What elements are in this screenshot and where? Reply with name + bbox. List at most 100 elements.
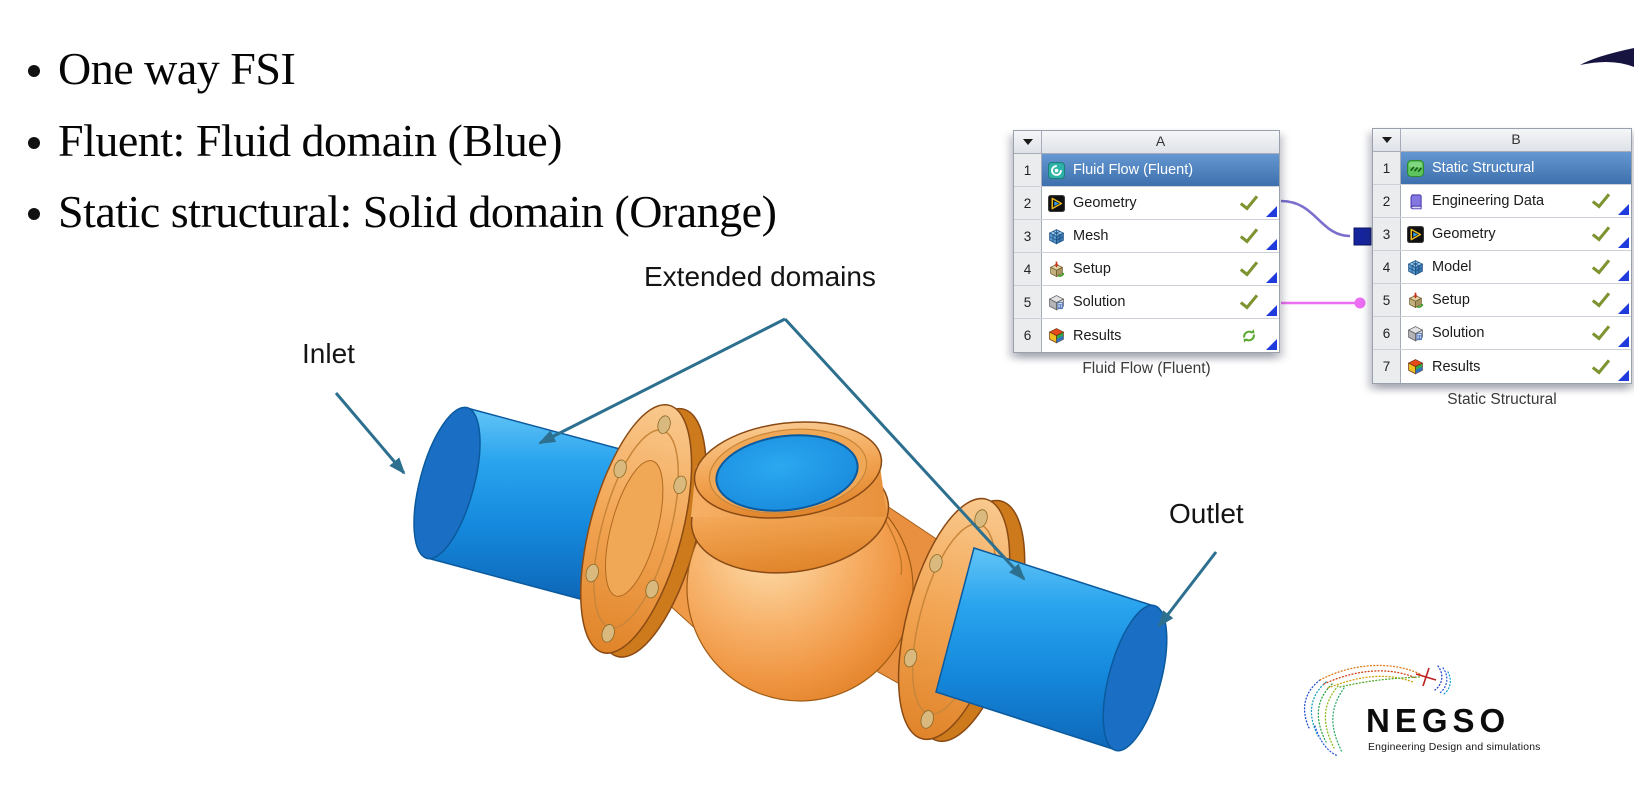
check-icon xyxy=(1592,226,1610,242)
fluent-icon xyxy=(1048,161,1065,179)
check-icon xyxy=(1240,228,1258,244)
pending-triangle-icon xyxy=(1266,339,1277,350)
system-letter: A xyxy=(1155,133,1166,149)
row-number: 4 xyxy=(1373,251,1401,283)
system-letter: B xyxy=(1511,131,1521,147)
inlet-pipe-blue xyxy=(413,406,621,600)
workbench-cell-A4[interactable]: 4 Setup xyxy=(1014,253,1279,286)
inlet-label: Inlet xyxy=(302,338,355,369)
logo-wordmark: NEGSO xyxy=(1366,702,1511,739)
row-number: 3 xyxy=(1373,218,1401,250)
solution-setup-link-dot xyxy=(1354,297,1366,309)
workbench-cell-A3[interactable]: 3 Mesh xyxy=(1014,220,1279,253)
system-A-caption[interactable]: Fluid Flow (Fluent) xyxy=(1082,360,1211,377)
row-number: 5 xyxy=(1373,284,1401,316)
cell-label: Setup xyxy=(1432,292,1470,308)
logo-star xyxy=(1415,667,1437,687)
top-port-fluid-face xyxy=(715,434,859,512)
bullet-text: One way FSI xyxy=(58,43,296,94)
pending-triangle-icon xyxy=(1618,270,1629,281)
cell-label: Geometry xyxy=(1432,226,1496,242)
results-icon xyxy=(1407,358,1424,375)
bullet-item: Static structural: Solid domain (Orange) xyxy=(26,186,777,238)
top-port xyxy=(690,421,890,574)
cell-label: Mesh xyxy=(1073,228,1109,244)
check-icon xyxy=(1240,195,1258,211)
cell-label: Geometry xyxy=(1073,195,1137,211)
cell-label: Solution xyxy=(1073,294,1126,310)
workbench-cell-B5[interactable]: 5 Setup xyxy=(1373,284,1631,317)
workbench-cell-B2[interactable]: 2 Engineering Data xyxy=(1373,185,1631,218)
check-icon xyxy=(1240,294,1258,310)
setup-icon xyxy=(1048,261,1065,278)
outlet-arrow xyxy=(1157,551,1218,628)
geometry-link-square xyxy=(1353,227,1372,246)
pending-triangle-icon xyxy=(1618,336,1629,347)
mesh-icon xyxy=(1048,228,1065,245)
system-A-header-row: A xyxy=(1014,131,1279,154)
logo-swirl-icon xyxy=(1303,664,1451,757)
workbench-cell-A5[interactable]: 5 Solution xyxy=(1014,286,1279,319)
bullet-list: One way FSI Fluent: Fluid domain (Blue) … xyxy=(26,43,777,259)
bullet-item: One way FSI xyxy=(26,43,776,95)
cell-label: Engineering Data xyxy=(1432,193,1545,209)
row-number: 1 xyxy=(1373,152,1401,184)
pending-triangle-icon xyxy=(1618,204,1629,215)
system-menu-cell[interactable] xyxy=(1373,129,1401,151)
outlet-pipe-blue xyxy=(935,547,1168,752)
static-structural-icon xyxy=(1407,159,1424,177)
workbench-cell-A2[interactable]: 2 Geometry xyxy=(1014,187,1279,220)
row-number: 7 xyxy=(1373,350,1401,383)
check-icon xyxy=(1592,358,1610,375)
geometry-icon xyxy=(1048,194,1065,212)
system-B-header-row: B xyxy=(1373,129,1631,152)
row-number: 2 xyxy=(1373,185,1401,217)
cell-label: Results xyxy=(1073,327,1122,344)
cell-label: Results xyxy=(1432,358,1481,375)
row-number: 5 xyxy=(1014,286,1042,318)
refresh-icon xyxy=(1240,328,1258,344)
system-B-caption[interactable]: Static Structural xyxy=(1447,391,1557,408)
outlet-face xyxy=(1102,604,1168,752)
system-menu-cell[interactable] xyxy=(1014,131,1042,153)
extended-domains-right-arrow xyxy=(783,317,1026,581)
workbench-cell-B3[interactable]: 3 Geometry xyxy=(1373,218,1631,251)
cell-label: Fluid Flow (Fluent) xyxy=(1073,162,1194,178)
check-icon xyxy=(1592,292,1610,308)
row-number: 2 xyxy=(1014,187,1042,219)
check-icon xyxy=(1592,259,1610,275)
results-icon xyxy=(1048,327,1065,344)
logo-tagline: Engineering Design and simulations xyxy=(1368,742,1541,753)
pending-triangle-icon xyxy=(1618,237,1629,248)
workbench-cell-B7[interactable]: 7 Results xyxy=(1373,350,1631,383)
pending-triangle-icon xyxy=(1266,206,1277,217)
setup-icon xyxy=(1407,292,1424,309)
row-number: 3 xyxy=(1014,220,1042,252)
extended-domains-left-arrow xyxy=(538,317,786,445)
pending-triangle-icon xyxy=(1266,305,1277,316)
bolt-holes xyxy=(585,415,687,643)
dropdown-arrow-icon xyxy=(1022,139,1033,145)
valve-model xyxy=(413,404,1168,752)
left-flange xyxy=(579,404,707,658)
negso-logo: NEGSO Engineering Design and simulations xyxy=(1280,630,1570,780)
pending-triangle-icon xyxy=(1618,303,1629,314)
geometry-link xyxy=(1280,199,1351,238)
check-icon xyxy=(1592,325,1610,341)
bullet-item: Fluent: Fluid domain (Blue) xyxy=(26,115,776,167)
row-number: 4 xyxy=(1014,253,1042,285)
extended-domains-label: Extended domains xyxy=(644,261,876,292)
cell-label: Setup xyxy=(1073,261,1111,277)
dropdown-arrow-icon xyxy=(1381,137,1392,143)
bullet-text: Static structural: Solid domain (Orange) xyxy=(58,186,777,238)
